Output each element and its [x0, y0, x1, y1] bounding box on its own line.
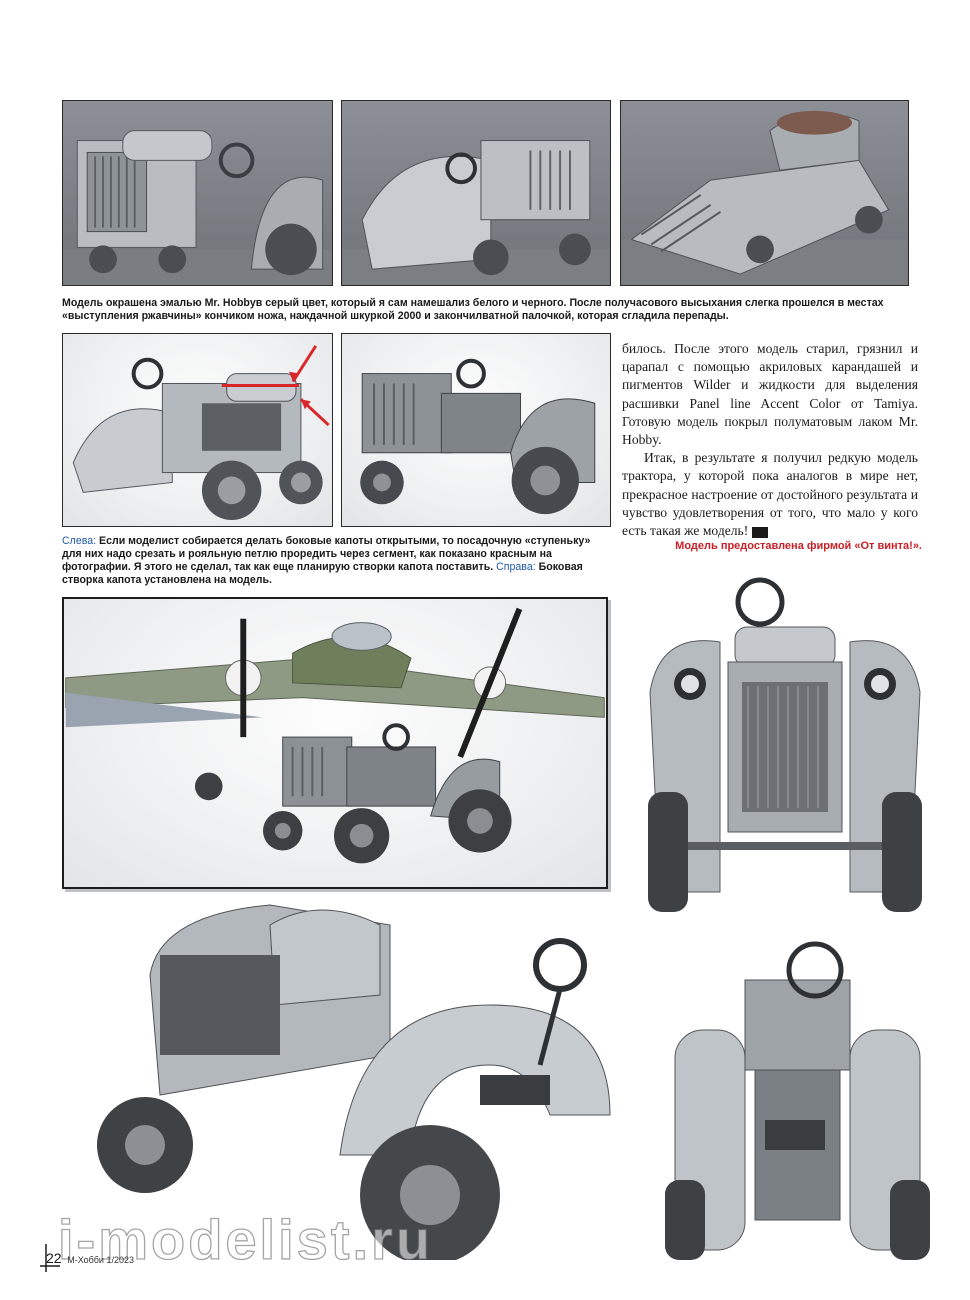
caption-right-label: Справа:: [496, 561, 536, 573]
article-paragraph-2: Итак, в результате я получил редкую моде…: [622, 449, 918, 540]
photo-tractor-hinge-detail: [62, 333, 333, 527]
photo-tractor-hood-removed: [620, 100, 909, 286]
caption-middle: Слева: Если моделист собирается делать б…: [62, 535, 612, 587]
tractor-illustration: [665, 941, 930, 1260]
photo-tractor-side-panel: [341, 333, 611, 527]
article-body: билось. После этого модель старил, грязн…: [622, 340, 918, 540]
caption-left-label: Слева:: [62, 535, 97, 547]
page-number: 22: [46, 1250, 62, 1266]
page-folio: 22 М-Хобби 1/2023: [46, 1250, 134, 1266]
tractor-illustration: [97, 904, 611, 1265]
photo-tractor-front-view: [640, 572, 930, 924]
tractor-illustration: [360, 358, 596, 515]
photo-tractor-rear-view: [655, 940, 940, 1265]
caption-right-text: Боковая створка капота установлена на мо…: [62, 561, 583, 586]
photo-tractor-with-aircraft: [62, 597, 608, 889]
caption-top: Модель окрашена эмалью Mr. Hobbyв серый …: [62, 297, 884, 322]
tractor-illustration: [72, 345, 330, 521]
article-paragraph-1: билось. После этого модель старил, грязн…: [622, 341, 918, 448]
photo-tractor-rear-three-quarter: [341, 100, 611, 286]
photo-tractor-front-three-quarter: [62, 100, 333, 286]
tractor-illustration: [63, 130, 332, 285]
tractor-illustration: [342, 140, 610, 285]
photo-tractor-rear-three-quarter-large: [90, 895, 650, 1265]
magazine-issue: М-Хобби 1/2023: [67, 1255, 134, 1265]
magazine-end-mark-icon: M: [752, 527, 783, 539]
aircraft-and-tractor-illustration: [65, 607, 605, 864]
article-paragraph-2-text: Итак, в результате я получил редкую моде…: [622, 450, 918, 539]
caption-left-text: Если моделист собирается делать боковые …: [62, 535, 591, 573]
tractor-illustration: [648, 577, 922, 912]
model-credit: Модель предоставлена фирмой «От винта!».: [675, 540, 922, 552]
tractor-illustration: [621, 110, 908, 285]
crop-mark-icon: [40, 1244, 60, 1272]
